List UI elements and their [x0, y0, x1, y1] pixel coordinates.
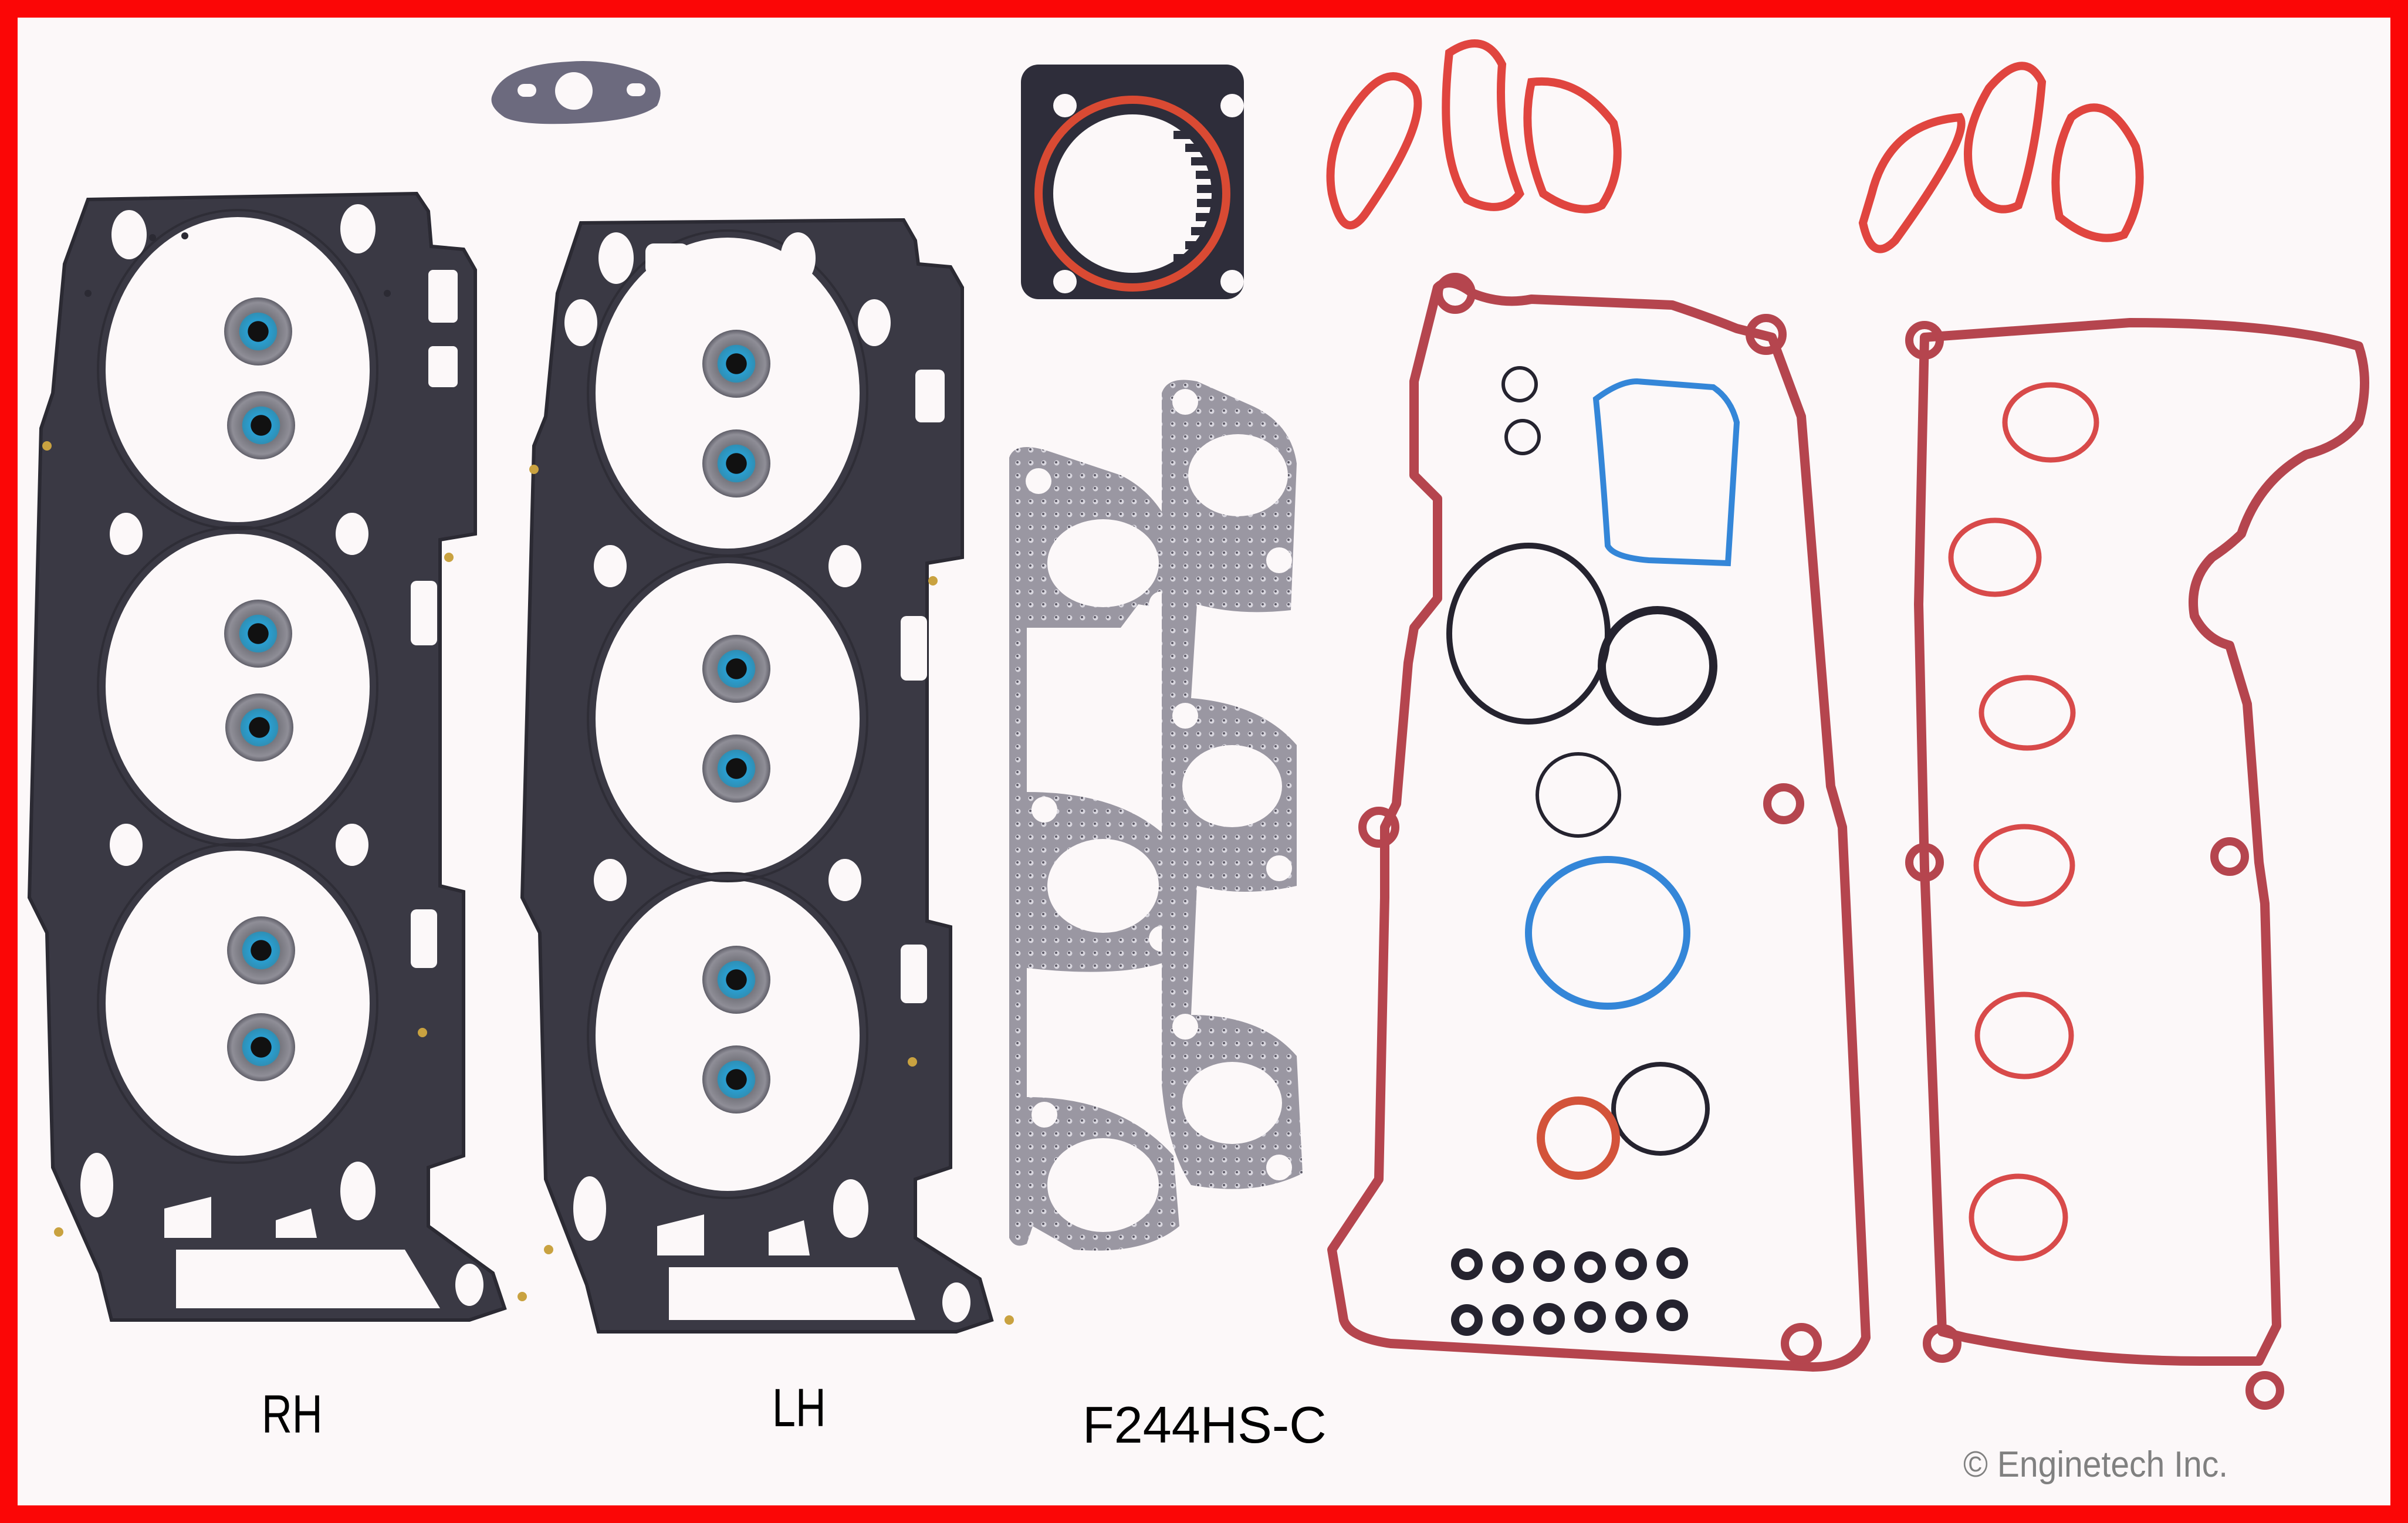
valve-cover-gasket-left	[1327, 273, 1871, 1372]
tube-gasket	[491, 61, 661, 124]
exhaust-manifold-gasket-right	[1162, 380, 1303, 1189]
upper-intake-gasket-right	[1858, 62, 2144, 253]
injector-o-rings	[1451, 1247, 1688, 1336]
lh-head-gasket	[520, 218, 1014, 1334]
spark-plug-tube-seals	[1948, 382, 2099, 1261]
exhaust-manifold-gasket-left	[1009, 447, 1184, 1268]
inner-seals	[1446, 366, 1740, 1180]
valve-cover-gasket-right	[1905, 318, 2369, 1410]
copyright-text: © Enginetech Inc.	[1963, 1444, 2228, 1485]
lh-valve-seals	[702, 330, 770, 1114]
gasket-set-illustration	[27, 39, 2369, 1410]
rh-valve-seals	[224, 297, 295, 1081]
rh-head-gasket	[27, 191, 527, 1322]
rh-label: RH	[262, 1385, 323, 1444]
throttle-body-gasket	[1021, 65, 1244, 299]
upper-intake-gasket-left	[1326, 39, 1622, 229]
product-photo-frame: RH LH F244HS-C © Enginetech Inc.	[18, 18, 2390, 1505]
lh-label: LH	[772, 1378, 826, 1438]
part-number-label: F244HS-C	[1083, 1396, 1327, 1454]
